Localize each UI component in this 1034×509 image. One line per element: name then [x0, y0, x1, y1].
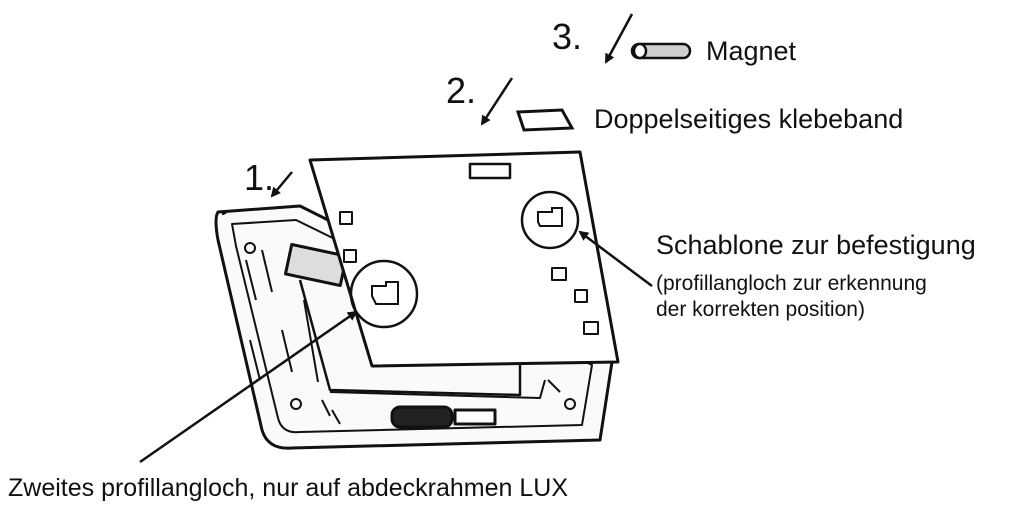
template-note-line-1: (profillangloch zur erkennung [656, 272, 927, 295]
step-2-number: 2. [446, 70, 477, 111]
second-slot-caption: Zweites profillangloch, nur auf abdeckra… [8, 474, 569, 502]
second-slot-callout-line [139, 310, 358, 464]
adhesive-tape [515, 108, 575, 132]
template-note-line-2: der korrekten position) [656, 298, 865, 321]
step-arrows [270, 13, 634, 198]
mounting-template-plate [308, 150, 620, 368]
profile-slot-circle-plate [520, 190, 580, 250]
profile-slot-circle-frame [349, 259, 419, 329]
step-3-number: 3. [552, 16, 583, 57]
magnet-label: Magnet [706, 36, 797, 66]
step-1-arrow [270, 171, 293, 198]
magnet [630, 42, 692, 60]
step-2-arrow [480, 77, 514, 126]
template-title: Schablone zur befestigung [656, 230, 976, 260]
callout-lines [139, 230, 653, 464]
tape-label: Doppelseitiges klebeband [594, 104, 904, 134]
step-3-arrow [604, 13, 634, 64]
template-callout-line [578, 230, 653, 287]
step-1-number: 1. [244, 157, 275, 198]
